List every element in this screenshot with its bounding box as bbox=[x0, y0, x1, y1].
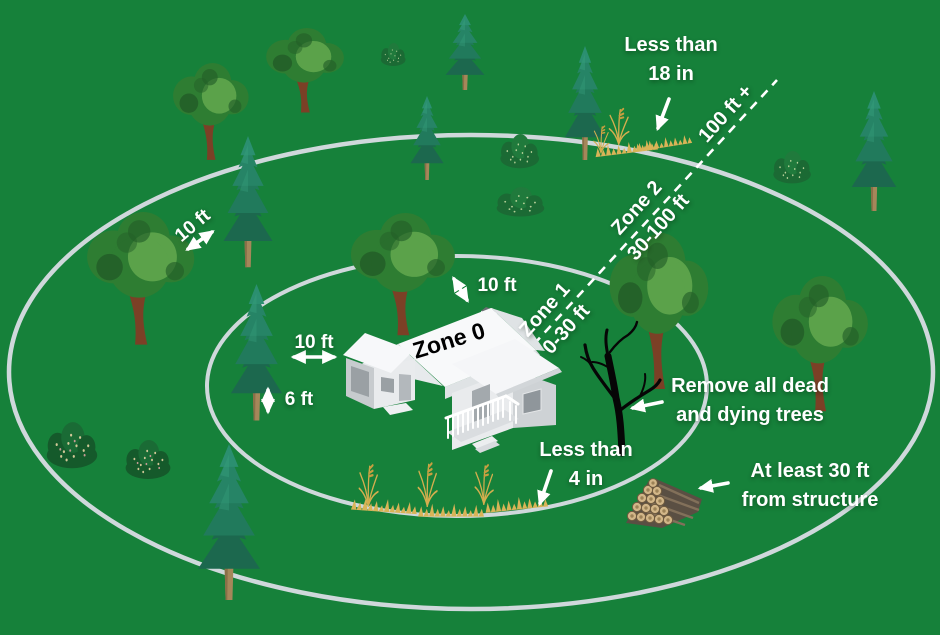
dead-trees-note-label: Remove all dead and dying trees bbox=[671, 375, 829, 426]
deciduous-tree bbox=[351, 213, 455, 335]
pine-tree bbox=[851, 91, 897, 211]
pine-tree bbox=[230, 284, 283, 421]
pointer-arrow bbox=[629, 398, 664, 413]
berry-bush bbox=[46, 422, 98, 469]
pointer-arrow bbox=[537, 469, 553, 507]
pointer-arrow bbox=[697, 478, 730, 493]
house bbox=[343, 307, 562, 453]
pine-tree bbox=[445, 14, 485, 91]
tree-to-roof-clearance-label: 10 ft bbox=[477, 275, 517, 297]
firewood-pile bbox=[626, 478, 702, 528]
tree-to-house-clearance-label: 10 ft bbox=[294, 332, 334, 354]
deciduous-tree bbox=[171, 61, 251, 162]
pointer-arrow bbox=[655, 97, 671, 132]
bush bbox=[773, 151, 811, 184]
shrub-height-label: 6 ft bbox=[284, 389, 314, 411]
firewood-note-label: At least 30 ft from structure bbox=[741, 460, 879, 511]
outer-zone-ring bbox=[6, 132, 936, 612]
pine-tree bbox=[223, 136, 273, 268]
bush bbox=[496, 187, 545, 217]
deciduous-tree bbox=[610, 233, 709, 389]
dry-grass bbox=[593, 107, 693, 158]
measurement-arrow bbox=[185, 230, 215, 251]
grass-height-inner-label: Less than 4 in bbox=[539, 439, 633, 490]
pine-tree bbox=[198, 444, 260, 600]
bush bbox=[380, 43, 406, 67]
zone-guide-line bbox=[522, 79, 778, 357]
deciduous-tree bbox=[264, 26, 346, 115]
dry-grass bbox=[350, 462, 549, 517]
measurement-arrow bbox=[452, 276, 469, 303]
grass-height-outer-label: Less than 18 in bbox=[624, 34, 718, 85]
berry-bush bbox=[125, 440, 171, 479]
dead-tree bbox=[580, 320, 662, 457]
